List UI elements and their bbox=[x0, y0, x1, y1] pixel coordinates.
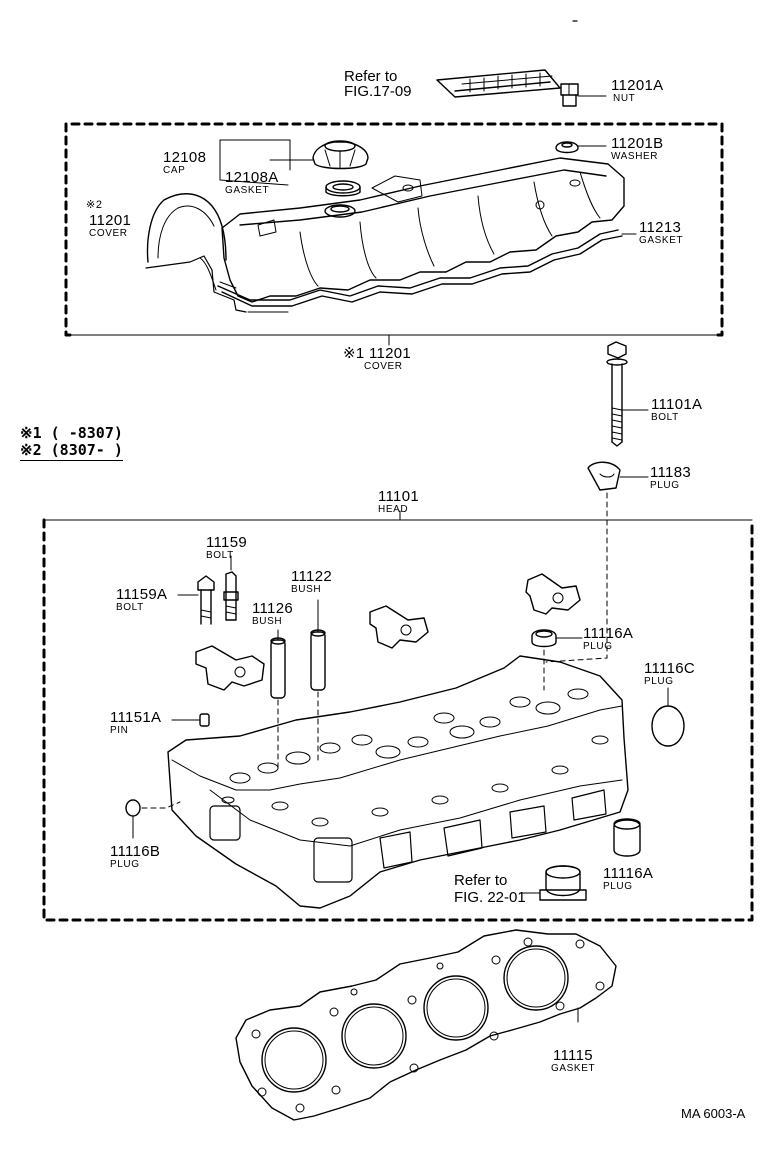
figure-code: MA 6003-A bbox=[681, 1106, 746, 1121]
cover-gasket-icon bbox=[218, 230, 636, 312]
part-number-11201-v2: 11201 bbox=[89, 212, 132, 229]
part-name-11115: GASKET bbox=[551, 1063, 596, 1074]
part-number-11126: 11126 bbox=[252, 600, 293, 617]
part-name-11159A: BOLT bbox=[116, 602, 144, 613]
part-number-11159: 11159 bbox=[206, 534, 247, 551]
part-name-11159: BOLT bbox=[206, 550, 234, 561]
part-name-11116A-top: PLUG bbox=[583, 641, 613, 652]
part-number-11201A: 11201A bbox=[611, 77, 664, 94]
head-group-box bbox=[44, 511, 752, 920]
part-name-11201-v2: COVER bbox=[89, 228, 128, 239]
part-number-11116B: 11116B bbox=[110, 843, 161, 860]
filler-cap-icon bbox=[220, 140, 368, 196]
valve-cover-icon bbox=[146, 158, 624, 312]
part-number-11201-v1: ※1 11201 bbox=[343, 345, 412, 362]
part-number-11213: 11213 bbox=[639, 219, 682, 236]
part-name-11213: GASKET bbox=[639, 235, 684, 246]
note-serial-range-1: ※1 ( -8307) bbox=[20, 424, 123, 442]
part-number-12108: 12108 bbox=[163, 149, 207, 166]
fig22-fitting-icon bbox=[520, 866, 586, 900]
part-name-12108A: GASKET bbox=[225, 185, 270, 196]
head-gasket-icon bbox=[236, 930, 616, 1120]
note-serial-range-2: ※2 (8307- ) bbox=[20, 441, 123, 461]
part-name-11116B: PLUG bbox=[110, 859, 140, 870]
bearing-cap-icon bbox=[196, 574, 580, 690]
part-number-11183: 11183 bbox=[650, 464, 691, 481]
part-number-11116A-top: 11116A bbox=[583, 625, 634, 642]
part-number-11115: 11115 bbox=[553, 1047, 593, 1064]
part-number-11151A: 11151A bbox=[110, 709, 162, 726]
part-name-11126: BUSH bbox=[252, 616, 283, 627]
bush-icon bbox=[271, 600, 325, 770]
part-number-11101: 11101 bbox=[378, 488, 419, 505]
part-name-11116A-side: PLUG bbox=[603, 881, 633, 892]
head-bolt-icon bbox=[607, 342, 648, 446]
ref-fig17-line1: Refer to bbox=[344, 68, 398, 85]
part-name-11201-v1: COVER bbox=[364, 361, 403, 372]
plug-icon bbox=[532, 630, 582, 690]
cylinder-head-icon bbox=[168, 656, 640, 908]
part-name-11101: HEAD bbox=[378, 504, 409, 515]
part-number-11201B: 11201B bbox=[611, 135, 664, 152]
part-name-11122: BUSH bbox=[291, 584, 322, 595]
plug-icon bbox=[652, 688, 684, 746]
ref-fig22-line2: FIG. 22-01 bbox=[454, 889, 526, 906]
part-number-12108A: 12108A bbox=[225, 169, 279, 186]
part-number-11116A-side: 11116A bbox=[603, 865, 654, 882]
washer-icon bbox=[556, 142, 606, 153]
plug-icon bbox=[126, 800, 180, 838]
part-name-11151A: PIN bbox=[110, 725, 129, 736]
part-number-11116C: 11116C bbox=[644, 660, 696, 677]
part-number-11122: 11122 bbox=[291, 568, 332, 585]
part-name-11201A: NUT bbox=[613, 93, 636, 104]
cover-group-box bbox=[66, 124, 722, 345]
part-name-12108: CAP bbox=[163, 165, 186, 176]
part-name-11183: PLUG bbox=[650, 480, 680, 491]
ref-fig22-line1: Refer to bbox=[454, 872, 508, 889]
part-name-11116C: PLUG bbox=[644, 676, 674, 687]
part-number-11101A: 11101A bbox=[651, 396, 703, 413]
ref-fig17-line2: FIG.17-09 bbox=[344, 83, 412, 100]
part-name-11201B: WASHER bbox=[611, 151, 659, 162]
part-mark-11201-v2: ※2 bbox=[86, 199, 103, 211]
nut-icon bbox=[561, 84, 606, 106]
stud-bolt-icon bbox=[178, 556, 238, 624]
part-number-11159A: 11159A bbox=[116, 586, 168, 603]
part-name-11101A: BOLT bbox=[651, 412, 679, 423]
fig17-gasket-sheet bbox=[437, 70, 560, 97]
plug-icon bbox=[546, 462, 648, 662]
pin-icon bbox=[172, 714, 209, 726]
